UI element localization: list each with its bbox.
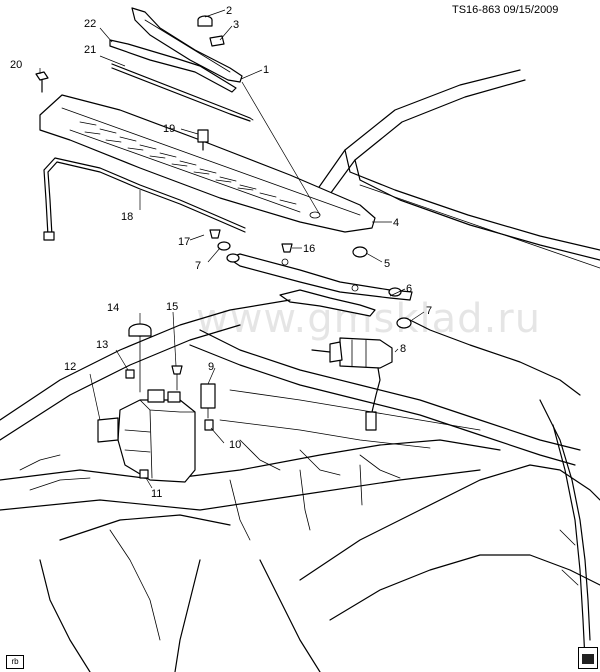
wiper-arm-cap-and-nut [197, 15, 225, 47]
leader-lines [39, 9, 425, 489]
reservoir-filler-cap [128, 323, 152, 393]
fender-and-hood [299, 319, 600, 661]
wiper-linkage [226, 253, 413, 317]
callout-4: 4 [393, 217, 399, 229]
callout-12: 12 [64, 361, 76, 373]
wiper-arm [109, 7, 243, 93]
callout-19: 19 [163, 123, 175, 135]
callout-5: 5 [384, 258, 390, 270]
clips [35, 71, 209, 151]
callout-13: 13 [96, 339, 108, 351]
washer-pump [200, 383, 216, 419]
washer-reservoir [97, 389, 196, 483]
wiper-blade [111, 63, 254, 122]
callout-8: 8 [400, 343, 406, 355]
callout-21: 21 [84, 44, 96, 56]
grommets [209, 229, 412, 329]
callout-14: 14 [107, 302, 119, 314]
callout-9: 9 [208, 361, 214, 373]
diagram-reference-number: TS16-863 09/15/2009 [452, 4, 559, 16]
callout-20: 20 [10, 59, 22, 71]
callout-10: 10 [229, 439, 241, 451]
callout-labels: 1 2 3 4 5 6 7 7 8 9 10 11 12 13 14 15 16… [10, 5, 432, 500]
callout-11: 11 [151, 488, 162, 500]
watermark: www.gmsklad.ru [196, 296, 542, 342]
diagram-tag: rb [6, 655, 24, 669]
callout-18: 18 [121, 211, 133, 223]
callout-6: 6 [406, 283, 412, 295]
callout-16: 16 [303, 243, 315, 255]
cowl-panel [39, 94, 376, 233]
windshield-outline [309, 69, 600, 269]
wiper-motor [311, 337, 393, 431]
callout-7-left: 7 [195, 260, 201, 272]
callout-7-right: 7 [426, 305, 432, 317]
callout-1: 1 [263, 64, 269, 76]
reservoir-fasteners [125, 365, 214, 479]
engine-compartment [0, 299, 581, 672]
callout-17: 17 [178, 236, 190, 248]
callout-22: 22 [84, 18, 96, 30]
callout-2: 2 [226, 5, 232, 17]
callout-3: 3 [233, 19, 239, 31]
callout-15: 15 [166, 301, 178, 313]
washer-hose [43, 157, 246, 241]
corner-icon [578, 647, 598, 669]
